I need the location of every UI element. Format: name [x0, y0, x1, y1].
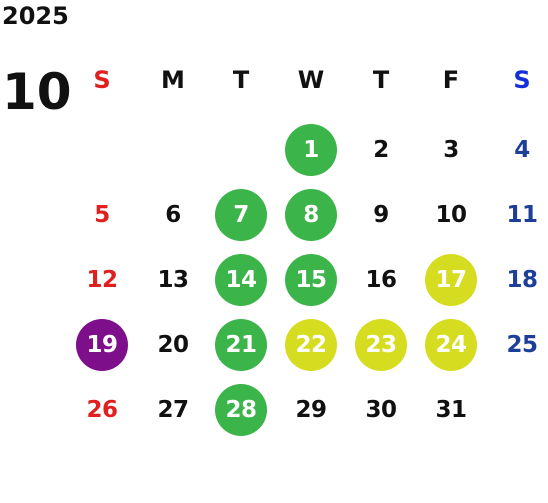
day-31[interactable]: 31	[435, 397, 467, 423]
day-4[interactable]: 4	[514, 137, 530, 163]
weekday-header-fri: F	[442, 66, 460, 94]
day-24[interactable]: 24	[425, 319, 477, 371]
weekday-header-thu: T	[372, 66, 390, 94]
day-19[interactable]: 19	[76, 319, 128, 371]
day-10[interactable]: 10	[435, 202, 467, 228]
year-label: 2025	[2, 2, 69, 30]
day-25[interactable]: 25	[506, 332, 538, 358]
day-22[interactable]: 22	[285, 319, 337, 371]
month-number: 10	[2, 63, 72, 121]
weekday-header-sat: S	[513, 66, 531, 94]
day-5[interactable]: 5	[94, 202, 110, 228]
day-11[interactable]: 11	[506, 202, 538, 228]
day-28[interactable]: 28	[215, 384, 267, 436]
day-7[interactable]: 7	[215, 189, 267, 241]
day-2[interactable]: 2	[373, 137, 389, 163]
day-14[interactable]: 14	[215, 254, 267, 306]
day-6[interactable]: 6	[165, 202, 181, 228]
day-12[interactable]: 12	[86, 267, 118, 293]
day-26[interactable]: 26	[86, 397, 118, 423]
day-13[interactable]: 13	[157, 267, 189, 293]
day-9[interactable]: 9	[373, 202, 389, 228]
day-3[interactable]: 3	[443, 137, 459, 163]
weekday-header-sun: S	[93, 66, 111, 94]
day-23[interactable]: 23	[355, 319, 407, 371]
day-17[interactable]: 17	[425, 254, 477, 306]
day-18[interactable]: 18	[506, 267, 538, 293]
day-27[interactable]: 27	[157, 397, 189, 423]
day-15[interactable]: 15	[285, 254, 337, 306]
weekday-header-tue: T	[232, 66, 250, 94]
day-8[interactable]: 8	[285, 189, 337, 241]
day-20[interactable]: 20	[157, 332, 189, 358]
day-16[interactable]: 16	[365, 267, 397, 293]
day-29[interactable]: 29	[295, 397, 327, 423]
day-21[interactable]: 21	[215, 319, 267, 371]
day-30[interactable]: 30	[365, 397, 397, 423]
weekday-header-mon: M	[161, 66, 185, 94]
weekday-header-wed: W	[297, 66, 325, 94]
day-1[interactable]: 1	[285, 124, 337, 176]
